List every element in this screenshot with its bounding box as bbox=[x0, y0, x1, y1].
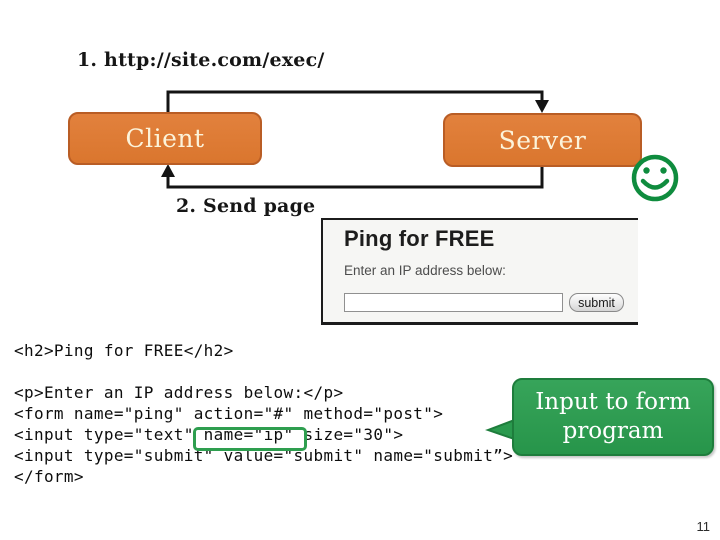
browser-screenshot: Ping for FREE Enter an IP address below:… bbox=[321, 218, 638, 325]
request-arrowhead-icon bbox=[535, 100, 549, 113]
submit-button[interactable]: submit bbox=[569, 293, 624, 312]
server-node-label: Server bbox=[498, 125, 587, 155]
code-highlight-box bbox=[193, 427, 307, 451]
ping-prompt: Enter an IP address below: bbox=[344, 263, 506, 278]
server-node: Server bbox=[443, 113, 642, 167]
ping-heading: Ping for FREE bbox=[344, 226, 495, 251]
response-arrowhead-icon bbox=[161, 164, 175, 177]
callout-label: Input to form program bbox=[535, 388, 691, 444]
page-number: 11 bbox=[696, 519, 711, 534]
client-node: Client bbox=[68, 112, 262, 165]
input-to-form-callout: Input to form program bbox=[512, 378, 714, 456]
step1-request-label: 1. http://site.com/exec/ bbox=[77, 49, 325, 71]
client-node-label: Client bbox=[125, 124, 205, 153]
smiley-face-icon bbox=[631, 154, 679, 202]
html-source-code: <h2>Ping for FREE</h2> <p>Enter an IP ad… bbox=[14, 341, 514, 486]
ip-address-input[interactable] bbox=[344, 293, 563, 312]
request-arrow bbox=[166, 90, 544, 112]
step2-response-label: 2. Send page bbox=[176, 195, 316, 217]
